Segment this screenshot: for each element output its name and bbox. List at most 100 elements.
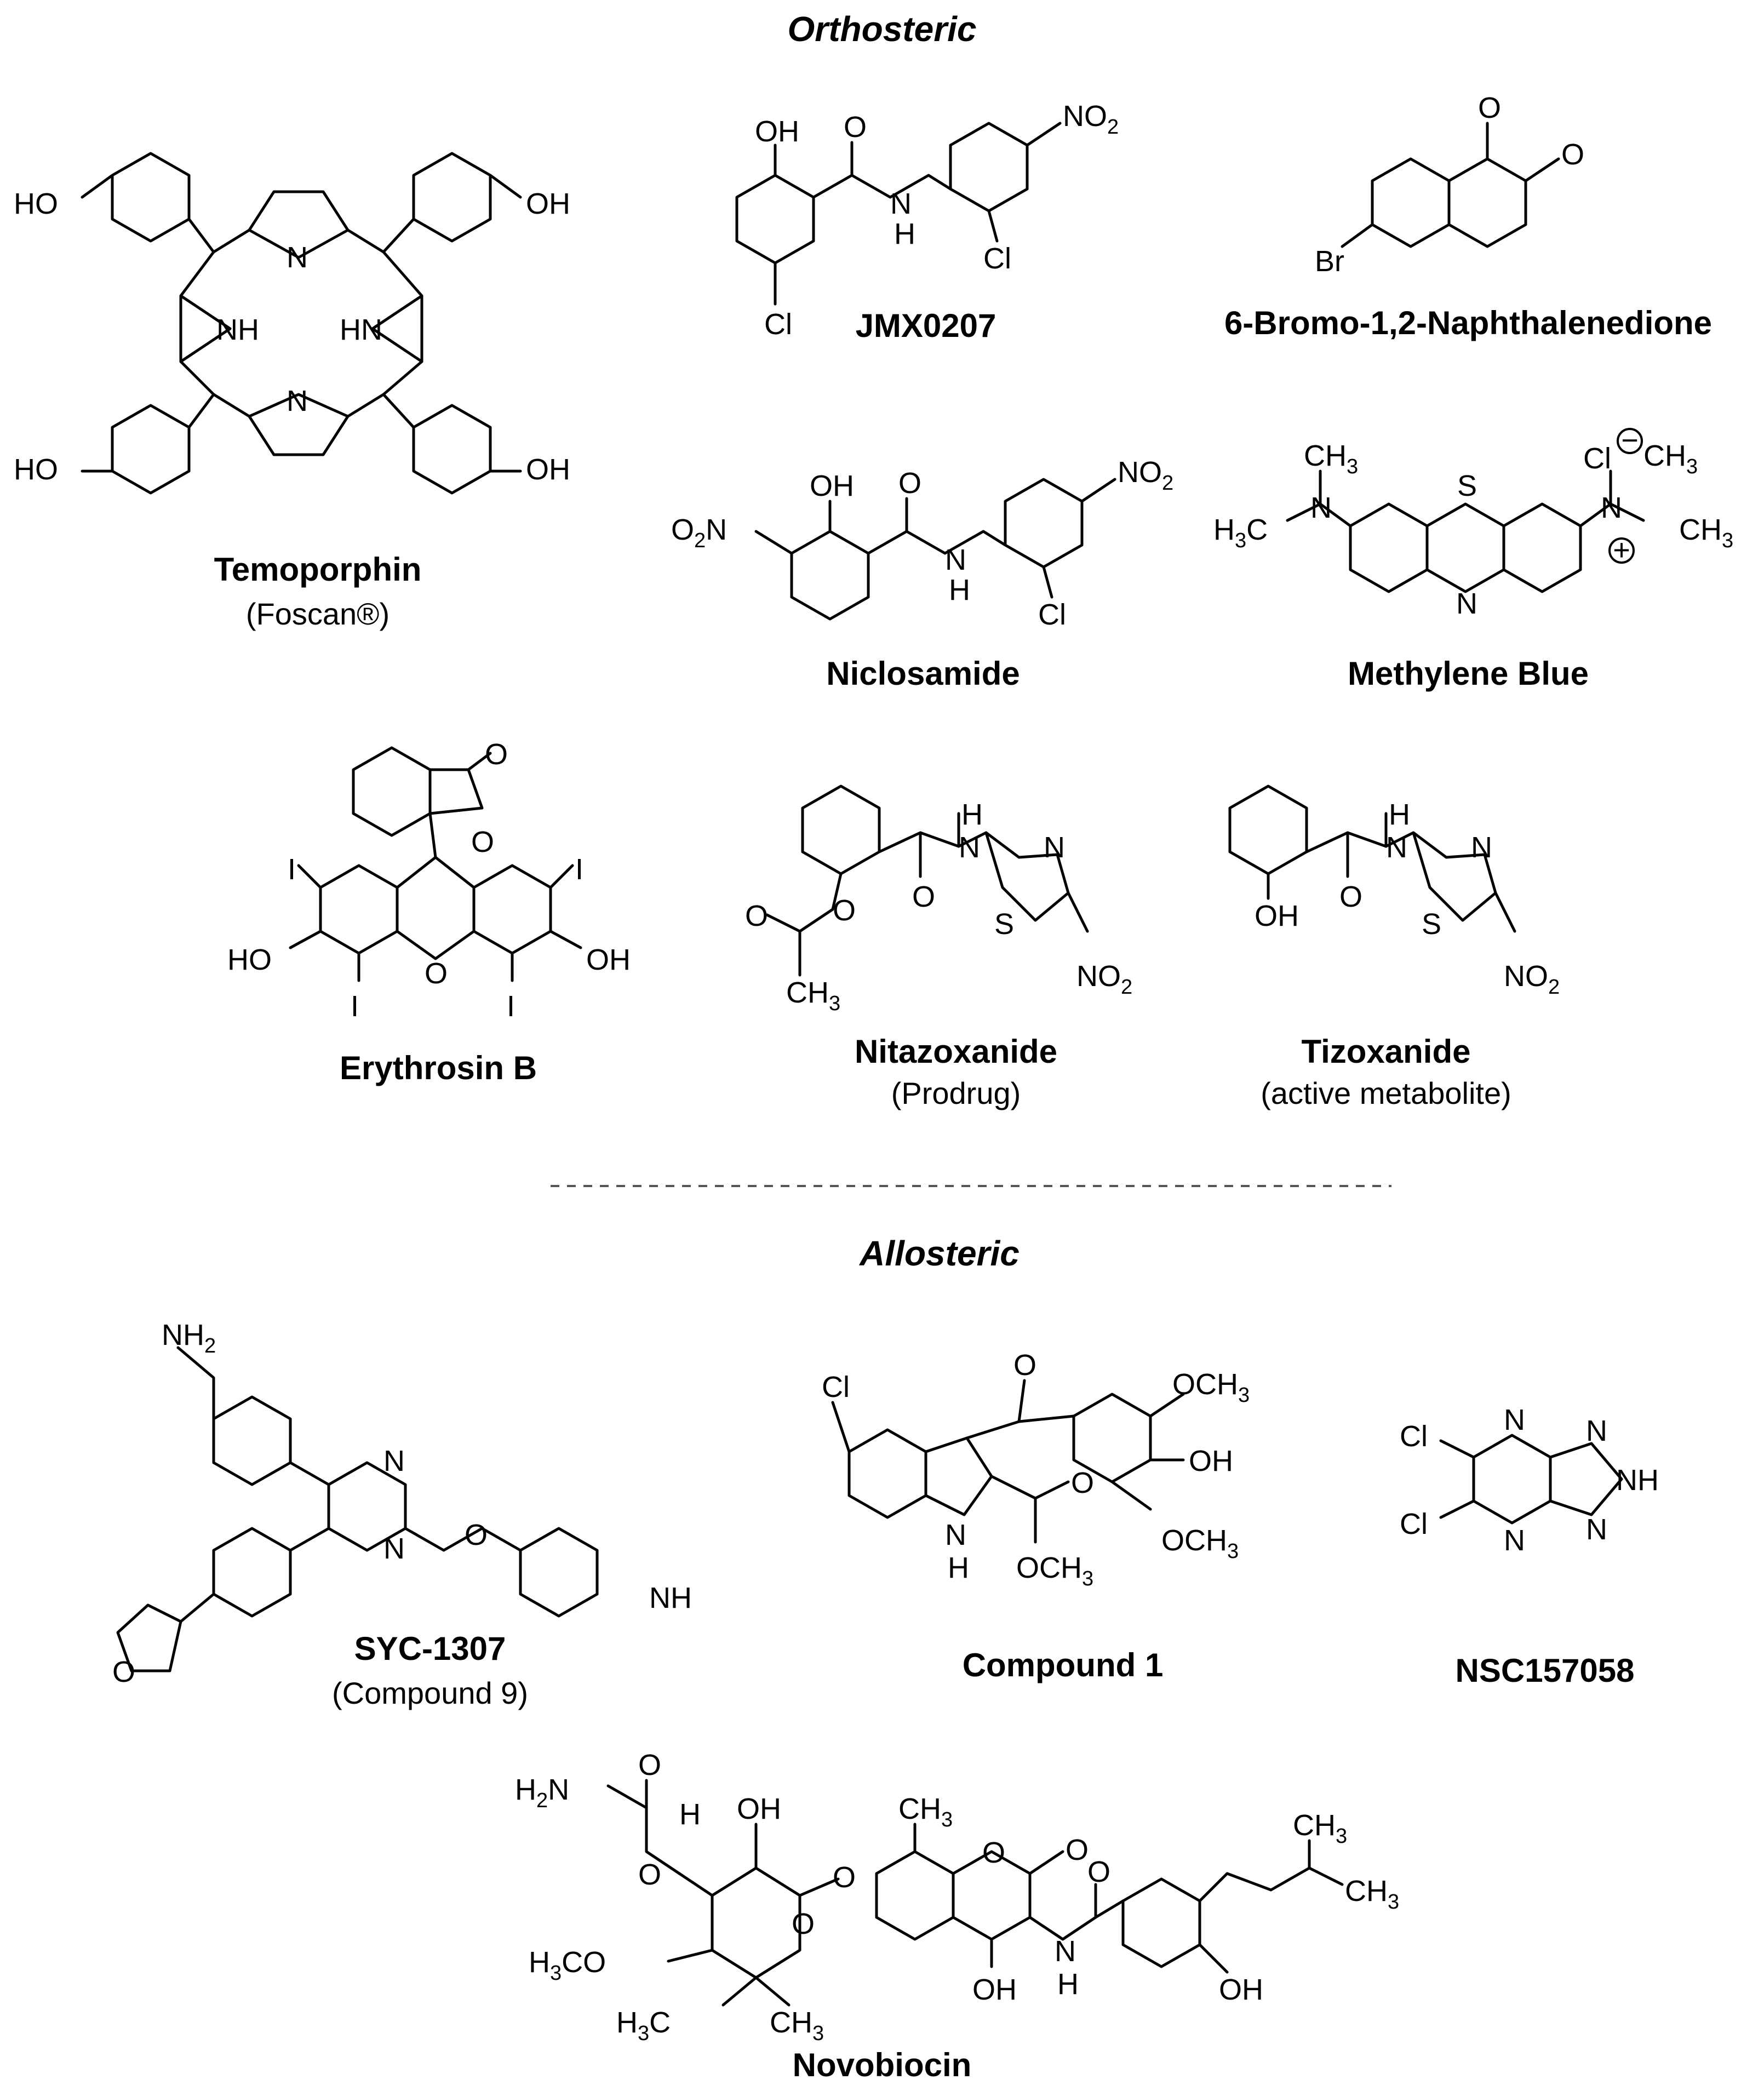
methylene-me-right — [1609, 502, 1645, 522]
erythrosin-i-tr-bond — [549, 864, 574, 889]
niclosamide-cl-bond — [1042, 565, 1053, 599]
novobiocin-lactone-carbonyl — [1028, 1850, 1064, 1875]
compound1-cl-label: Cl — [822, 1371, 850, 1403]
compound1-h-label: H — [948, 1551, 969, 1584]
nsc157058-n1-label: N — [1504, 1403, 1525, 1436]
novobiocin-sugar-ring — [678, 1866, 801, 1979]
niclosamide-structure: OH O N H O2N Cl NO2 — [671, 456, 1173, 631]
syc1307-furan — [116, 1592, 215, 1672]
temoporphin-ho-tl: HO — [14, 187, 58, 220]
temoporphin-left-bonds — [179, 250, 215, 429]
tizoxanide-no2-label: NO2 — [1504, 960, 1560, 999]
methylene-blue-structure: S N N CH3 H3C N CH3 CH3 Cl − + — [1213, 424, 1733, 620]
novobiocin-o-amide: O — [1087, 1855, 1110, 1888]
novobiocin-amide-bonds — [1028, 1883, 1097, 1941]
compound-name-compound1: Compound 1 — [963, 1647, 1164, 1683]
novobiocin-ch3-prenyl-end: CH3 — [1345, 1875, 1399, 1914]
niclosamide-ring-right — [1004, 478, 1084, 569]
nitazoxanide-acetoxy-bonds — [765, 872, 843, 933]
section-title-allosteric: Allosteric — [858, 1234, 1020, 1273]
erythrosin-oh-left-bond — [289, 930, 322, 949]
jmx0207-structure: OH O N H Cl Cl NO2 — [735, 100, 1119, 341]
compound1-cl-bond — [831, 1401, 851, 1453]
novobiocin-ring-o-label: O — [792, 1907, 815, 1940]
novobiocin-o-lactone-carbonyl: O — [1066, 1834, 1089, 1866]
tizoxanide-structure: O H N N S OH NO2 — [1228, 784, 1560, 999]
methylene-n-right-label: N — [1601, 491, 1622, 524]
erythrosin-i-tl-bond — [297, 864, 322, 889]
temoporphin-oh-br: OH — [526, 453, 570, 486]
syc1307-aminomethyl-bond — [176, 1346, 215, 1420]
syc1307-ether-link — [404, 1527, 522, 1552]
methylene-n-left-label: N — [1310, 491, 1332, 524]
niclosamide-h-label: H — [949, 574, 970, 606]
temoporphin-aryl-ring-bl — [111, 404, 191, 495]
nitazoxanide-ch3-label: CH3 — [786, 976, 840, 1015]
jmx0207-amide-bonds — [812, 174, 952, 199]
tizoxanide-o-carbonyl: O — [1339, 880, 1362, 913]
compound-name-erythrosin: Erythrosin B — [340, 1050, 537, 1086]
syc1307-nh2-label: NH2 — [162, 1319, 216, 1357]
nsc157058-nh-label: NH — [1616, 1464, 1659, 1497]
tizoxanide-no2-bond — [1494, 891, 1516, 933]
nitazoxanide-n-amide: N — [959, 831, 980, 864]
erythrosin-spiro-bonds — [396, 856, 476, 889]
jmx0207-n-label: N — [890, 187, 912, 220]
jmx0207-cl2-label: Cl — [983, 242, 1011, 275]
temoporphin-oh-tr: OH — [526, 187, 570, 220]
temoporphin-nh-left — [179, 294, 232, 363]
novobiocin-phenol-bond — [1198, 1943, 1229, 1974]
novobiocin-sugar-oh-label: OH — [737, 1792, 781, 1825]
compound1-n-label: N — [945, 1519, 966, 1551]
temoporphin-nh-left-label: NH — [216, 313, 259, 346]
compound-subtitle-syc1307: (Compound 9) — [332, 1676, 528, 1710]
compound1-och3-top: OCH3 — [1172, 1368, 1250, 1407]
methylene-minus-charge-circle — [1617, 428, 1643, 454]
nitazoxanide-s-label: S — [994, 908, 1014, 941]
temoporphin-n-bottom — [248, 393, 350, 418]
temoporphin-aryl-ring-tl — [111, 152, 191, 243]
nsc157058-n2-label: N — [1504, 1524, 1525, 1557]
niclosamide-oh-label: OH — [810, 469, 854, 502]
novobiocin-och3-bond — [667, 1949, 714, 1963]
bromo-o2-label: O — [1561, 138, 1584, 171]
bromo-o2-bond — [1524, 157, 1560, 182]
niclosamide-no2-bond-left — [754, 530, 793, 555]
novobiocin-h-label: H — [679, 1798, 701, 1831]
compound-subtitle-tizoxanide: (active metabolite) — [1261, 1076, 1511, 1110]
erythrosin-i-tl: I — [288, 853, 296, 886]
syc1307-aryl-pyrazine-lower — [289, 1527, 330, 1552]
nitazoxanide-amide-bonds — [878, 831, 988, 853]
nsc157058-triazole — [1549, 1442, 1623, 1516]
compound-subtitle-nitazoxanide: (Prodrug) — [891, 1076, 1021, 1110]
compound-subtitle-temoporphin: (Foscan®) — [246, 597, 390, 631]
nsc157058-n3-label: N — [1586, 1414, 1607, 1447]
novobiocin-gem-dimethyl — [721, 1976, 791, 2007]
temoporphin-hn-right-label: HN — [340, 313, 382, 346]
nitazoxanide-o-carbonyl: O — [912, 880, 935, 913]
compound-name-nitazoxanide: Nitazoxanide — [855, 1033, 1057, 1070]
syc1307-structure: NH2 N N O NH O — [112, 1319, 692, 1688]
jmx0207-cl-label: Cl — [764, 308, 792, 341]
temoporphin-aryl-ring-br — [412, 404, 492, 495]
bromo-br-bond — [1341, 223, 1374, 248]
methylene-plus-charge-circle — [1608, 537, 1635, 564]
tizoxanide-s-label: S — [1422, 908, 1441, 941]
nsc157058-cl2-label: Cl — [1400, 1508, 1428, 1540]
nitazoxanide-no2-label: NO2 — [1076, 960, 1132, 999]
novobiocin-coumarin-benzo — [875, 1850, 955, 1941]
niclosamide-ring-left — [790, 530, 870, 621]
compound-name-novobiocin: Novobiocin — [793, 2047, 972, 2083]
syc1307-n2-label: N — [383, 1532, 405, 1565]
novobiocin-structure: H2N O O H OH O H3CO H3C CH3 O CH3 O O OH… — [515, 1749, 1399, 2045]
temoporphin-oh-bond-tl — [81, 174, 114, 199]
novobiocin-amide-aryl — [1094, 1899, 1125, 1919]
compound1-o-ketone: O — [1013, 1349, 1036, 1382]
niclosamide-no2-bond-right — [1080, 478, 1116, 503]
compound1-oh-label: OH — [1189, 1445, 1233, 1477]
tizoxanide-h-label: H — [1389, 798, 1410, 831]
nsc157058-cl1-label: Cl — [1400, 1420, 1428, 1453]
bromo-ring-left — [1371, 157, 1451, 248]
jmx0207-cl2-bond — [987, 209, 999, 243]
jmx0207-h-label: H — [894, 217, 915, 250]
